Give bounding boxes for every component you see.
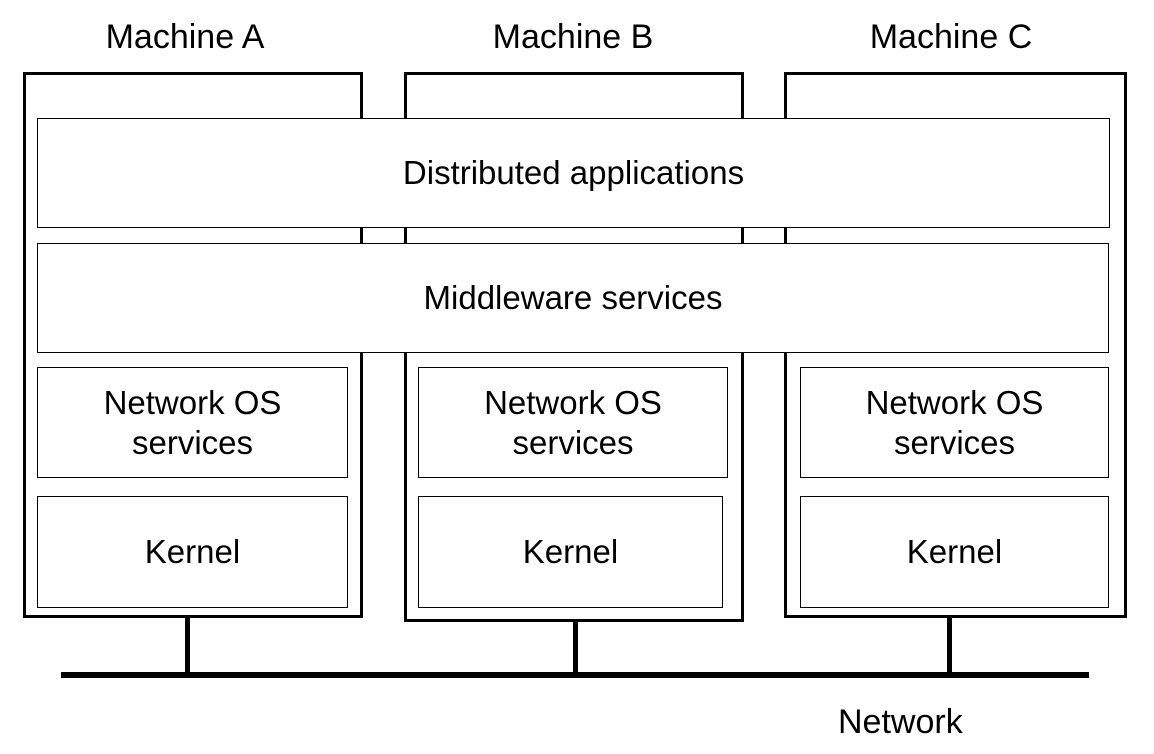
network-bus-line — [61, 672, 1089, 678]
machine-c-kernel-box: Kernel — [800, 496, 1109, 608]
middleware-services-label: Middleware services — [423, 279, 723, 317]
machine-b-network-os-box: Network OS services — [418, 367, 728, 478]
machine-a-kernel-label: Kernel — [144, 533, 241, 571]
machine-b-network-os-label: Network OS services — [484, 383, 662, 461]
machine-c-label: Machine C — [869, 18, 1033, 56]
machine-c-network-os-box: Network OS services — [800, 367, 1109, 478]
machine-c-kernel-label: Kernel — [906, 533, 1003, 571]
machine-a-network-os-box: Network OS services — [37, 367, 348, 478]
middleware-services-layer: Middleware services — [37, 243, 1109, 353]
machine-a-label: Machine A — [105, 18, 265, 56]
machine-a-network-os-label: Network OS services — [103, 383, 282, 461]
machine-c-network-connector — [947, 618, 952, 674]
network-label: Network — [838, 703, 963, 741]
machine-b-kernel-label: Kernel — [522, 533, 619, 571]
machine-a-kernel-box: Kernel — [37, 496, 348, 608]
distributed-applications-layer: Distributed applications — [37, 118, 1110, 228]
machine-b-label: Machine B — [492, 18, 654, 56]
machine-b-network-connector — [573, 622, 578, 674]
machine-a-network-connector — [185, 618, 190, 674]
machine-b-kernel-box: Kernel — [418, 496, 723, 608]
distributed-applications-label: Distributed applications — [402, 154, 745, 192]
machine-c-network-os-label: Network OS services — [865, 383, 1044, 461]
